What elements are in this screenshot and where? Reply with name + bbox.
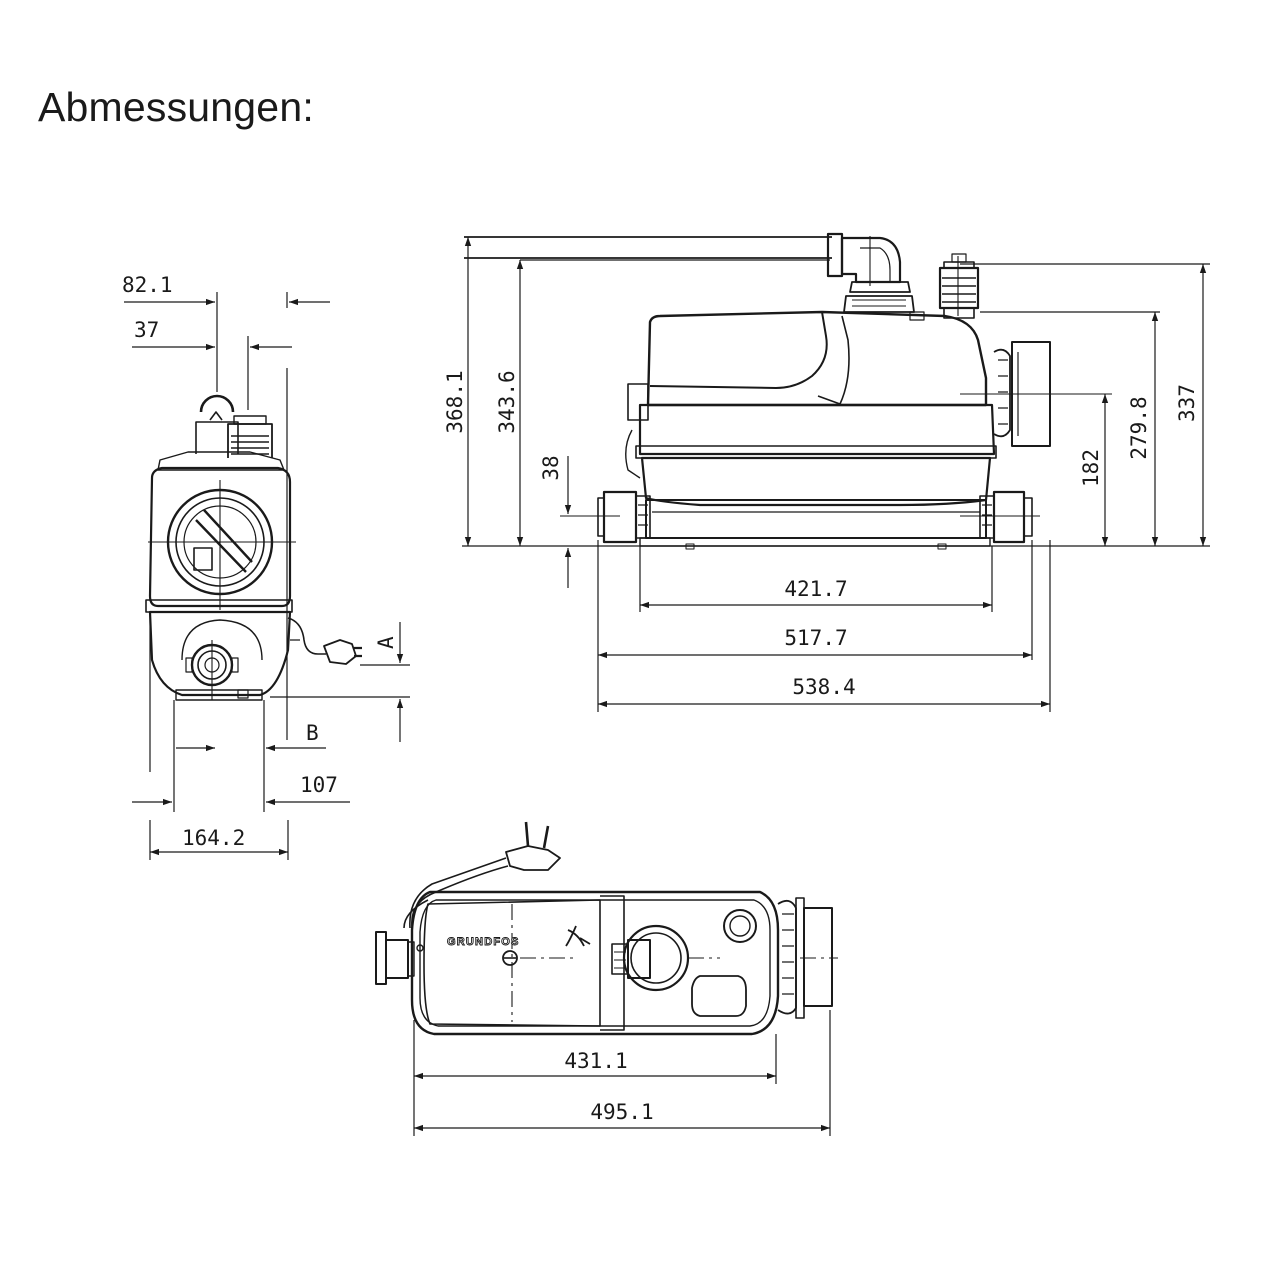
front-view-dim-labels: 368.1 343.6 38 421.7 517.7 538.4 182 279… (443, 370, 1199, 699)
side-view-body (145, 394, 362, 701)
front-view-dims (462, 237, 1210, 712)
dim-279-8: 279.8 (1127, 396, 1151, 459)
dim-495-1: 495.1 (590, 1100, 653, 1124)
top-view-dim-labels: 431.1 495.1 (564, 1049, 653, 1124)
front-view-body (464, 232, 1051, 550)
dim-421-7: 421.7 (784, 577, 847, 601)
front-view-centerlines (560, 236, 1112, 517)
top-view-body (375, 821, 833, 1036)
dim-343-6: 343.6 (495, 370, 519, 433)
dim-337: 337 (1175, 384, 1199, 422)
brand-logo-icon (565, 925, 591, 947)
top-view-centerlines (511, 904, 838, 1022)
dim-38: 38 (539, 455, 563, 480)
dim-164-2: 164.2 (182, 826, 245, 850)
side-view-dim-labels: 82.1 37 A B 107 164.2 (122, 273, 398, 850)
dim-a: A (374, 636, 398, 649)
brand-logo-text: GRUNDFOS (447, 936, 520, 948)
front-view (462, 232, 1210, 712)
dim-431-1: 431.1 (564, 1049, 627, 1073)
page-title: Abmessungen: (38, 84, 314, 130)
dim-37: 37 (134, 318, 159, 342)
top-view (375, 821, 838, 1136)
side-view (124, 292, 410, 860)
side-view-dims (124, 292, 410, 860)
dim-82-1: 82.1 (122, 273, 173, 297)
dim-182: 182 (1079, 449, 1103, 487)
dim-538-4: 538.4 (792, 675, 855, 699)
dim-b: B (306, 721, 319, 745)
dim-107: 107 (300, 773, 338, 797)
side-view-centerlines (148, 480, 296, 700)
dim-368-1: 368.1 (443, 370, 467, 433)
dim-517-7: 517.7 (784, 626, 847, 650)
top-view-dims (413, 1010, 831, 1136)
